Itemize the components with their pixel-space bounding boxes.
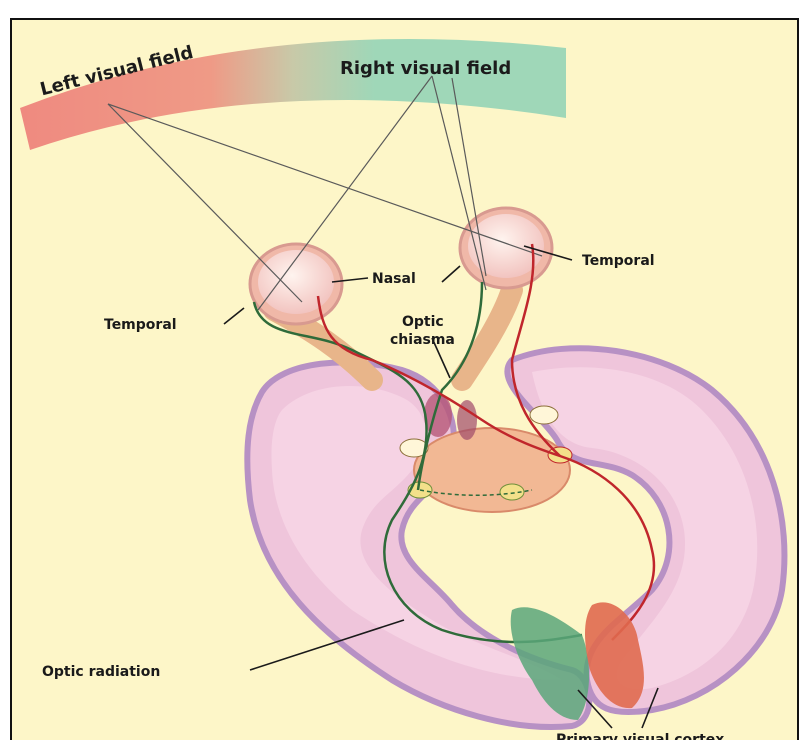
diagram-frame: Left visual field Right visual field Tem… bbox=[10, 18, 799, 740]
visual-field-band bbox=[20, 39, 566, 150]
lgn-region bbox=[414, 428, 570, 512]
nasal-label: Nasal bbox=[372, 271, 416, 287]
primary-visual-cortex-label: Primary visual cortex bbox=[556, 732, 724, 740]
optic-chiasma-label: Optic chiasma bbox=[390, 313, 455, 349]
optic-chiasma-line1: Optic bbox=[390, 313, 455, 331]
visual-pathway-diagram bbox=[12, 20, 799, 740]
optic-radiation-label: Optic radiation bbox=[42, 664, 160, 680]
temporal-left-label: Temporal bbox=[104, 317, 177, 333]
right-visual-field-label: Right visual field bbox=[340, 58, 511, 79]
optic-chiasma-line2: chiasma bbox=[390, 331, 455, 349]
temporal-right-label: Temporal bbox=[582, 253, 655, 269]
